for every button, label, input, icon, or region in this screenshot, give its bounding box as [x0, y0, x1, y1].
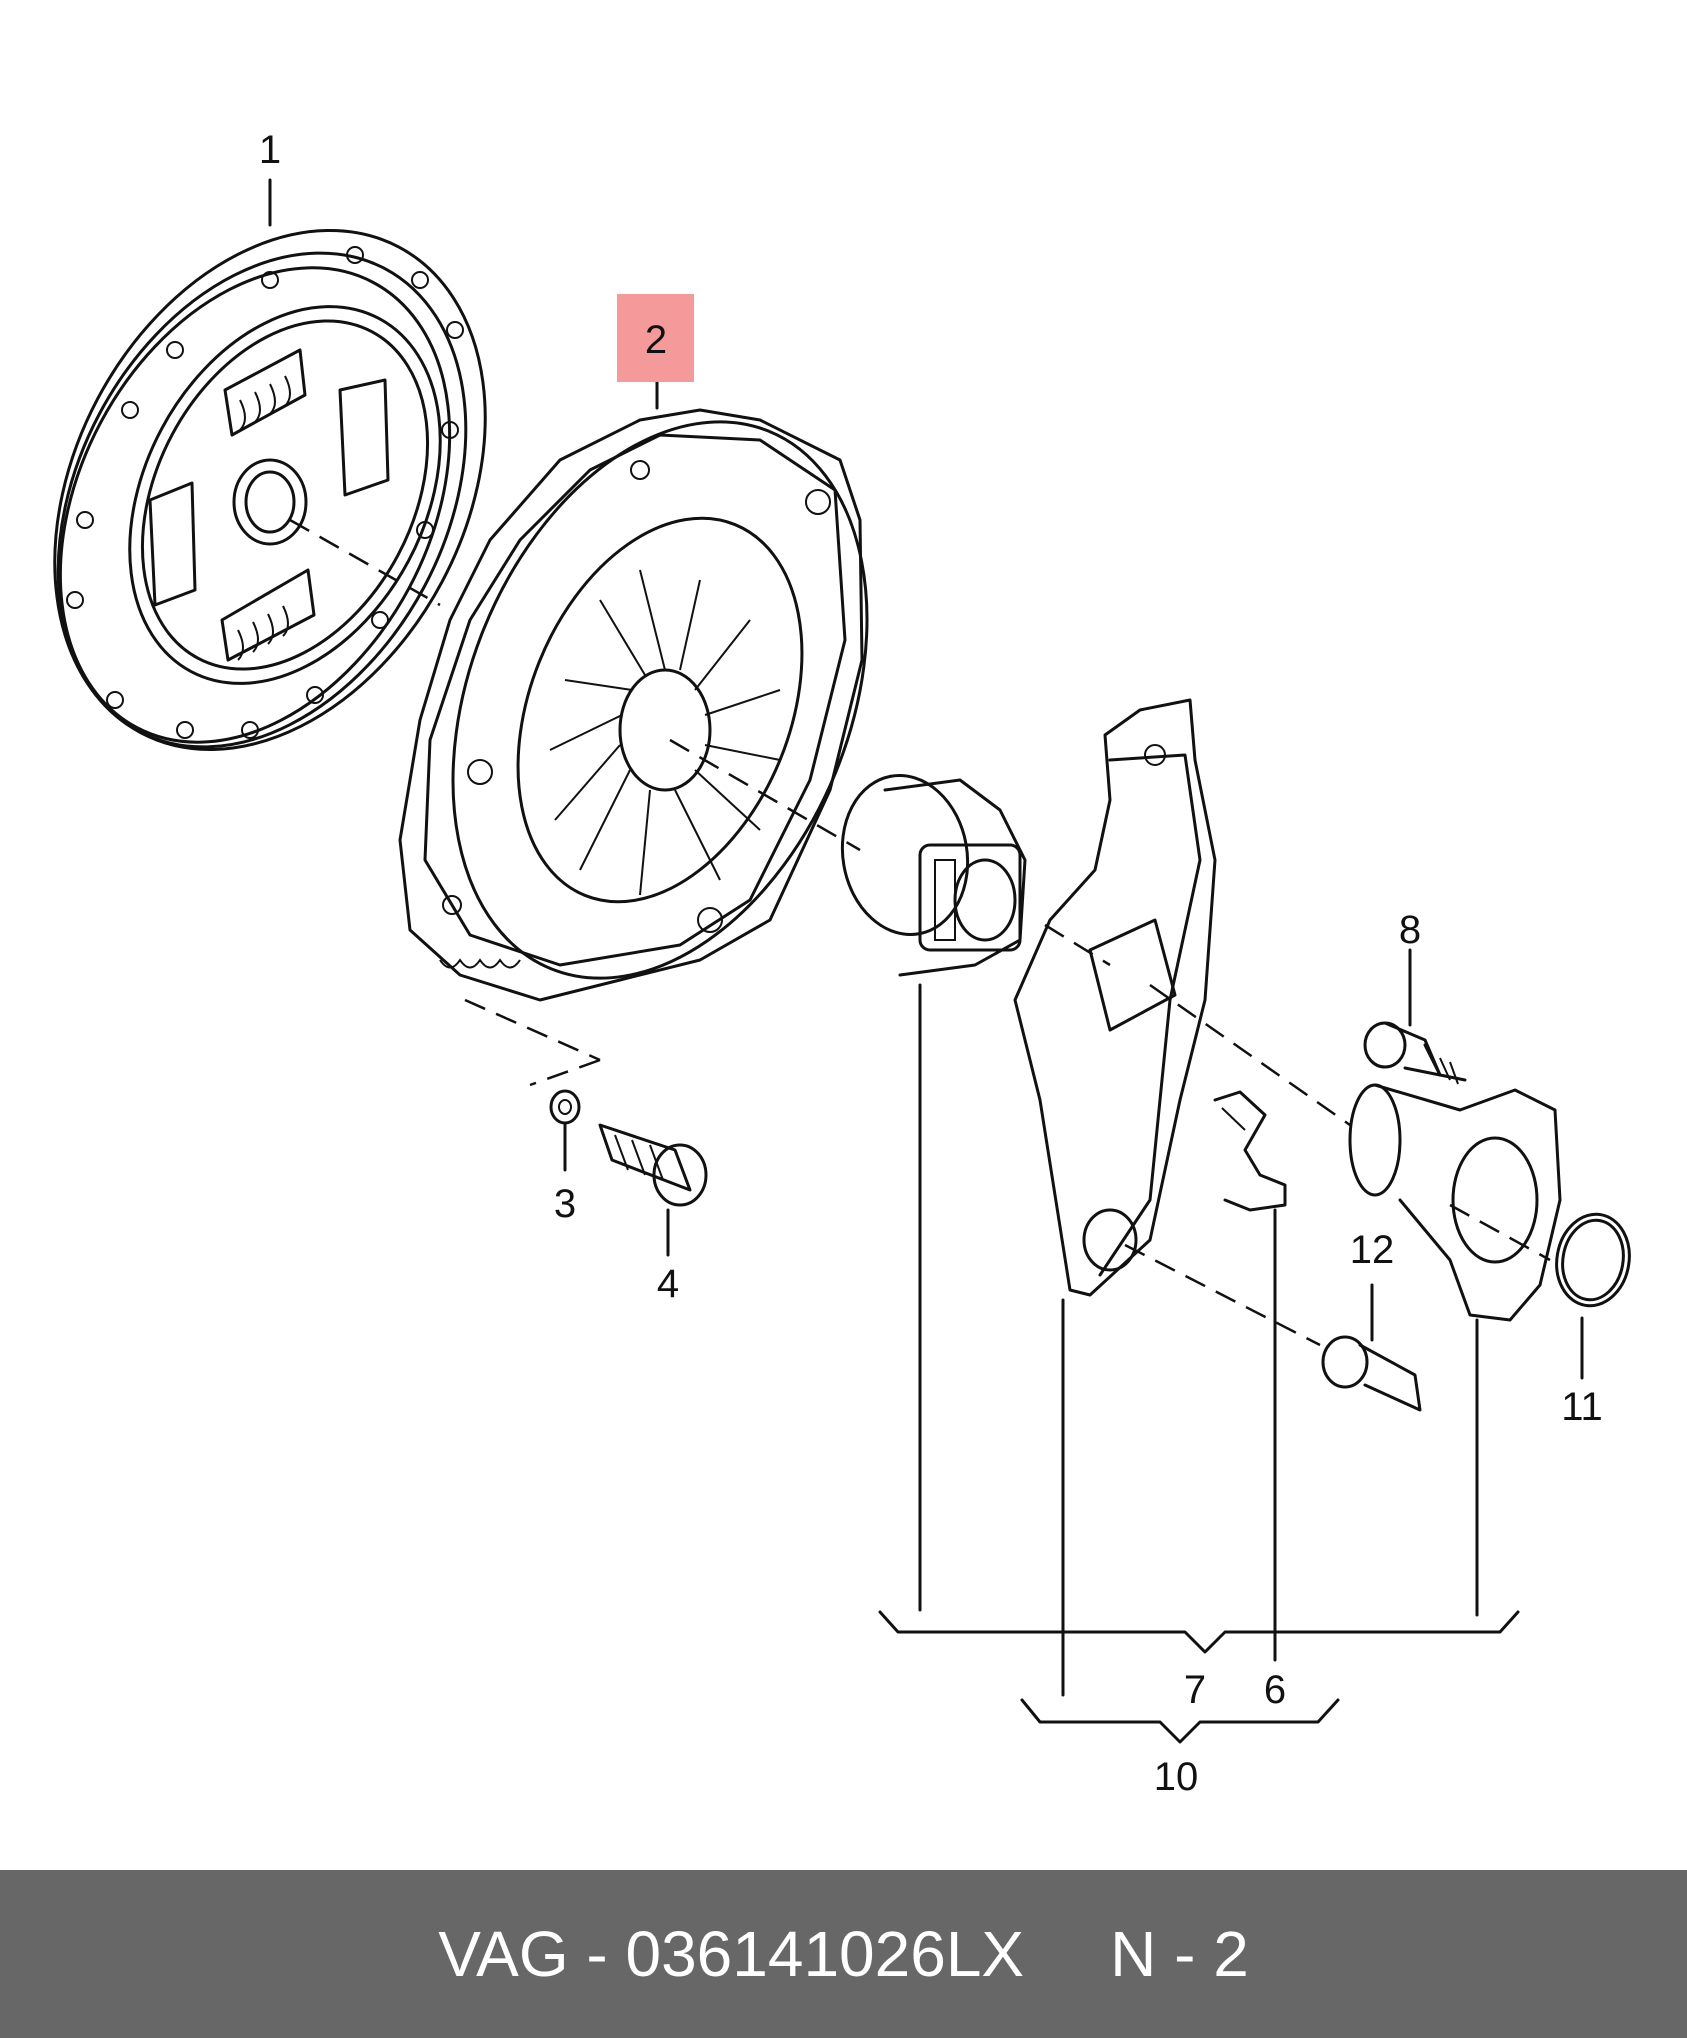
leader-lines — [268, 178, 1584, 1697]
callout-10[interactable]: 10 — [1153, 1755, 1199, 1799]
callout-1[interactable]: 1 — [258, 128, 282, 172]
pressure-plate-part-2 — [398, 408, 869, 1002]
group-brackets — [878, 1610, 1520, 1744]
fork-pivot-bolt — [1321, 1335, 1422, 1412]
callout-4[interactable]: 4 — [656, 1262, 680, 1306]
bolt-part-4 — [598, 1123, 708, 1207]
o-ring-part-11 — [1555, 1212, 1631, 1308]
highlighted-callout-box — [617, 294, 694, 382]
footer-reference: N - 2 — [1110, 1918, 1249, 1990]
callout-2[interactable]: 2 — [644, 318, 668, 362]
bolt-part-8 — [1363, 1021, 1467, 1085]
clutch-exploded-diagram — [53, 178, 1631, 1744]
release-bearing-part-7 — [840, 773, 1027, 977]
spring-clip-part-6 — [1213, 1090, 1287, 1212]
callout-7[interactable]: 7 — [1183, 1668, 1207, 1712]
callout-8[interactable]: 8 — [1398, 908, 1422, 952]
callout-11[interactable]: 11 — [1561, 1385, 1603, 1429]
release-fork-part-10 — [1013, 698, 1217, 1297]
footer-bar: VAG - 036141026LX N - 2 — [0, 1870, 1687, 2038]
callout-12[interactable]: 12 — [1349, 1228, 1395, 1272]
washer-part-3 — [549, 1089, 581, 1125]
guide-sleeve-part-12 — [1348, 1083, 1562, 1322]
callout-6[interactable]: 6 — [1263, 1668, 1287, 1712]
footer-part-number: VAG - 036141026LX — [438, 1918, 1025, 1990]
alignment-axis — [289, 518, 1551, 1347]
callout-3[interactable]: 3 — [553, 1182, 577, 1226]
clutch-disc-part-1 — [53, 229, 487, 751]
